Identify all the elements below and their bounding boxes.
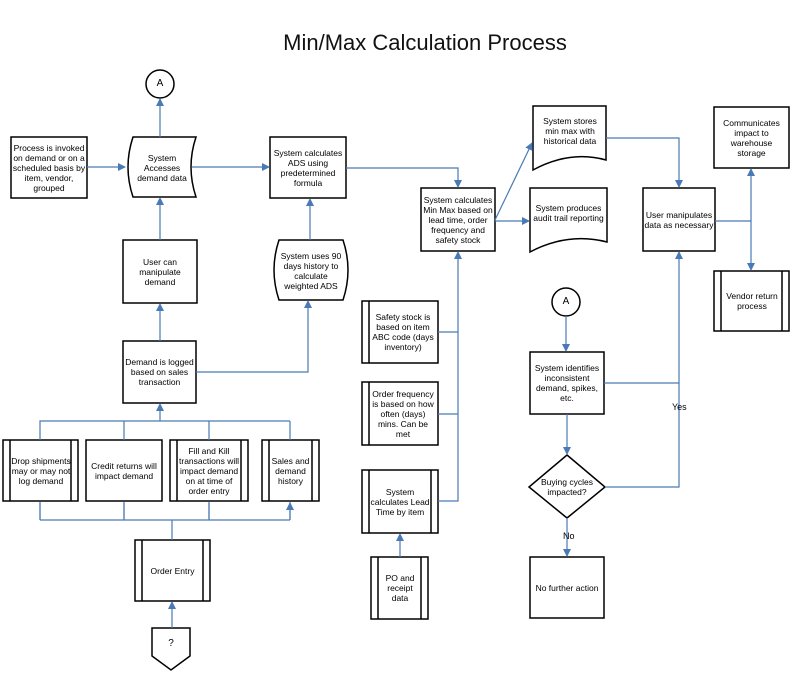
user-manip-demand-box bbox=[122, 239, 198, 304]
edge-label-no: No bbox=[563, 531, 575, 541]
invoke-box bbox=[10, 136, 88, 199]
connector-a-top: A bbox=[156, 78, 164, 89]
uses-90-text: System uses 90 days history to calculate… bbox=[280, 250, 342, 291]
stores-shape bbox=[532, 105, 607, 172]
user-manip-data-text: User manipulates data as necessary bbox=[644, 209, 714, 230]
edge-stores-userdata bbox=[606, 137, 683, 188]
identifies-box bbox=[529, 351, 605, 415]
communicates-box bbox=[713, 106, 790, 169]
edge-orderentry-sources bbox=[39, 502, 291, 540]
no-action-text: No further action bbox=[535, 582, 599, 593]
unknown-text: ? bbox=[168, 638, 174, 649]
safety-stock-text: Safety stock is based on item ABC code (… bbox=[372, 312, 434, 352]
fill-kill-text: Fill and Kill transactions will impact d… bbox=[179, 445, 239, 496]
edge-ads-minmax bbox=[346, 167, 462, 188]
edge-decision-yes bbox=[605, 383, 680, 488]
po-receipt-box bbox=[370, 556, 429, 620]
order-entry-text: Order Entry bbox=[150, 565, 195, 576]
accesses-shape bbox=[127, 136, 198, 198]
safety-stock-box bbox=[361, 300, 439, 364]
edge-sources-logged bbox=[39, 404, 291, 440]
vendor-return-text: Vendor return process bbox=[726, 291, 778, 311]
drop-ship-box bbox=[2, 439, 79, 502]
credit-returns-box bbox=[85, 439, 163, 502]
uses-90-shape bbox=[273, 239, 349, 301]
sales-history-text: Sales and demand history bbox=[271, 455, 310, 486]
user-manip-data-box bbox=[642, 187, 716, 252]
user-manip-demand-text: User can manipulate demand bbox=[139, 256, 181, 287]
identifies-text: System identifies inconsistent demand, s… bbox=[534, 363, 600, 403]
calc-minmax-text: System calculates Min Max based on lead … bbox=[423, 194, 493, 245]
edge-inputs-minmax bbox=[438, 252, 458, 502]
diagram-title: Min/Max Calculation Process bbox=[283, 30, 567, 55]
invoke-text: Process is invoked on demand or on a sch… bbox=[12, 142, 86, 193]
connector-a-right: A bbox=[562, 296, 570, 307]
arrowheads-orderentry bbox=[39, 503, 290, 520]
lead-time-text: System calculates Lead Time by item bbox=[370, 486, 430, 517]
accesses-text: System Accesses demand data bbox=[137, 152, 187, 183]
stores-text: System stores min max with historical da… bbox=[543, 116, 597, 146]
calc-ads-text: System calculates ADS using predetermine… bbox=[273, 147, 343, 188]
edge-logged-uses90 bbox=[196, 300, 312, 373]
order-freq-text: Order frequency is based on how often (d… bbox=[372, 388, 434, 439]
credit-returns-text: Credit returns will impact demand bbox=[91, 460, 157, 481]
vendor-return-box bbox=[713, 270, 790, 332]
edge-userdata-communicates bbox=[715, 168, 755, 222]
no-action-box bbox=[529, 556, 605, 619]
unknown-shape bbox=[151, 627, 191, 671]
buying-cycles-text: Buying cycles impacted? bbox=[541, 477, 593, 497]
audit-text: System produces audit trail reporting bbox=[533, 203, 604, 223]
audit-shape bbox=[529, 187, 608, 254]
edge-identifies-userdata bbox=[604, 251, 683, 384]
demand-logged-text: Demand is logged based on sales transact… bbox=[125, 357, 194, 387]
edge-label-yes: Yes bbox=[672, 402, 687, 412]
po-receipt-text: PO and receipt data bbox=[385, 573, 415, 603]
communicates-text: Communicates impact to warehouse storage bbox=[723, 117, 780, 158]
fill-kill-box bbox=[169, 439, 249, 502]
drop-ship-text: Drop shipments may or may not log demand bbox=[11, 455, 71, 486]
edge-minmax-stores bbox=[494, 142, 533, 221]
lead-time-box bbox=[361, 469, 439, 534]
